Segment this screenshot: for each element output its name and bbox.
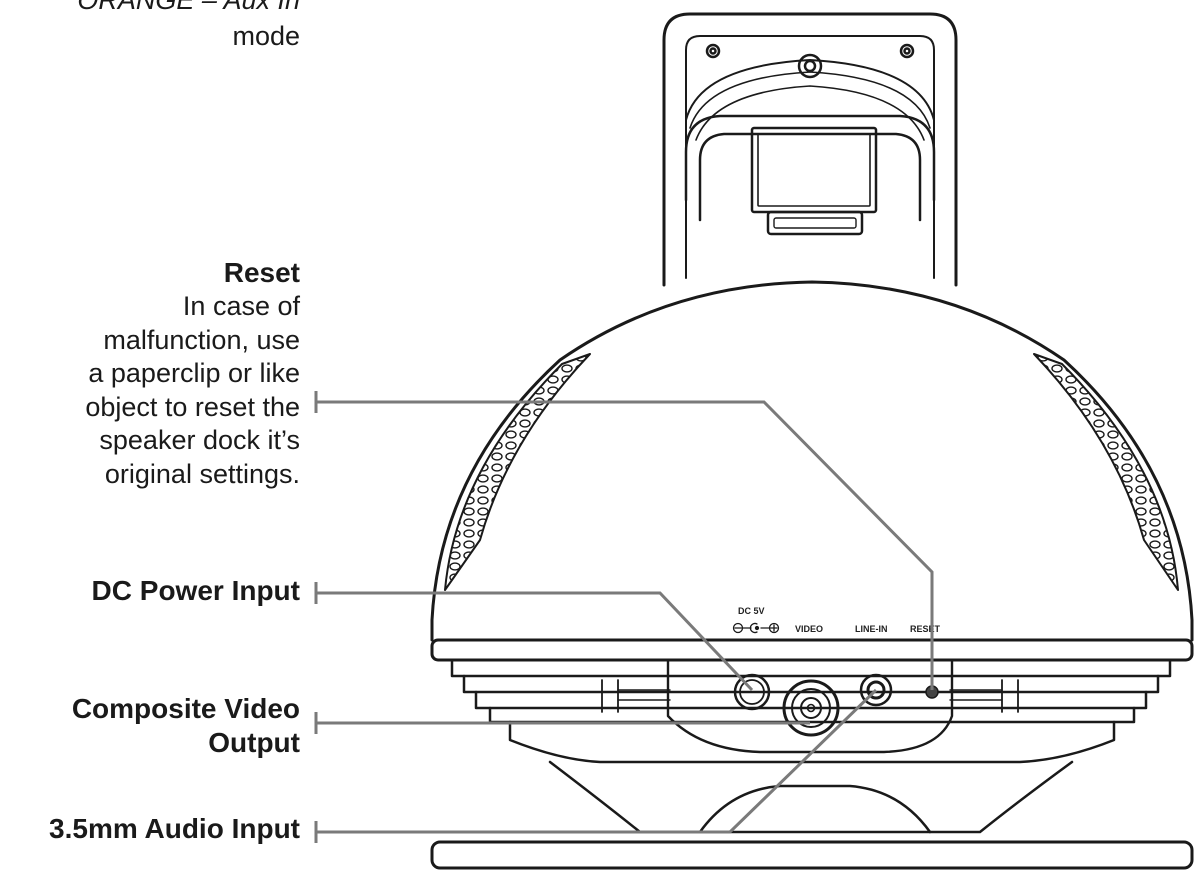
line-in-port xyxy=(859,673,893,707)
composite-video-title-line-1: Composite Video xyxy=(71,693,300,724)
audio-input-callout: 3.5mm Audio Input xyxy=(49,812,300,846)
reset-callout: Reset In case of malfunction, use a pape… xyxy=(85,256,300,491)
aux-in-mode-line-1: ORANGE – Aux In xyxy=(77,0,300,15)
audio-input-leader-line xyxy=(314,688,878,843)
left-speaker-grille xyxy=(444,353,591,591)
screw-icon xyxy=(705,43,721,59)
port-panel xyxy=(666,658,954,754)
dc-power-callout: DC Power Input xyxy=(92,574,300,608)
ports xyxy=(733,673,939,737)
reset-title: Reset xyxy=(223,257,300,288)
port-label-video: VIDEO xyxy=(795,624,823,634)
port-label-dc-5v: DC 5V xyxy=(738,606,765,616)
reset-description: In case of malfunction, use a paperclip … xyxy=(85,290,300,491)
aux-in-mode-callout: ORANGE – Aux In mode xyxy=(77,0,300,54)
aux-in-mode-line-2: mode xyxy=(232,21,300,51)
right-speaker-grille xyxy=(1033,353,1179,591)
port-label-line-in: LINE-IN xyxy=(855,624,888,634)
reset-description-line: speaker dock it’s xyxy=(99,425,300,455)
speaker-dome xyxy=(430,280,1194,642)
reset-leader-line xyxy=(314,391,934,690)
reset-description-line: malfunction, use xyxy=(103,324,300,355)
leader-lines xyxy=(314,391,934,843)
reset-description-line: In case of xyxy=(182,291,300,321)
dc-power-leader-line xyxy=(314,582,754,692)
composite-video-leader-line xyxy=(314,712,810,734)
reset-description-line: a paperclip or like xyxy=(88,358,300,388)
composite-video-title-line-2: Output xyxy=(208,727,300,758)
composite-video-callout: Composite Video Output xyxy=(72,692,300,760)
reset-description-line: object to reset the xyxy=(85,391,300,422)
screw-icon xyxy=(899,43,915,59)
dc-polarity-icon xyxy=(732,622,780,634)
dock-base xyxy=(430,638,1194,870)
mount-hole-icon xyxy=(797,53,823,79)
composite-video-port xyxy=(782,679,840,737)
audio-input-title: 3.5mm Audio Input xyxy=(49,813,300,844)
dc-power-title: DC Power Input xyxy=(91,575,300,606)
reset-description-line: original settings. xyxy=(104,458,300,489)
dc-power-port xyxy=(733,673,771,711)
port-label-reset: RESET xyxy=(910,624,941,634)
dock-cradle xyxy=(662,12,958,287)
